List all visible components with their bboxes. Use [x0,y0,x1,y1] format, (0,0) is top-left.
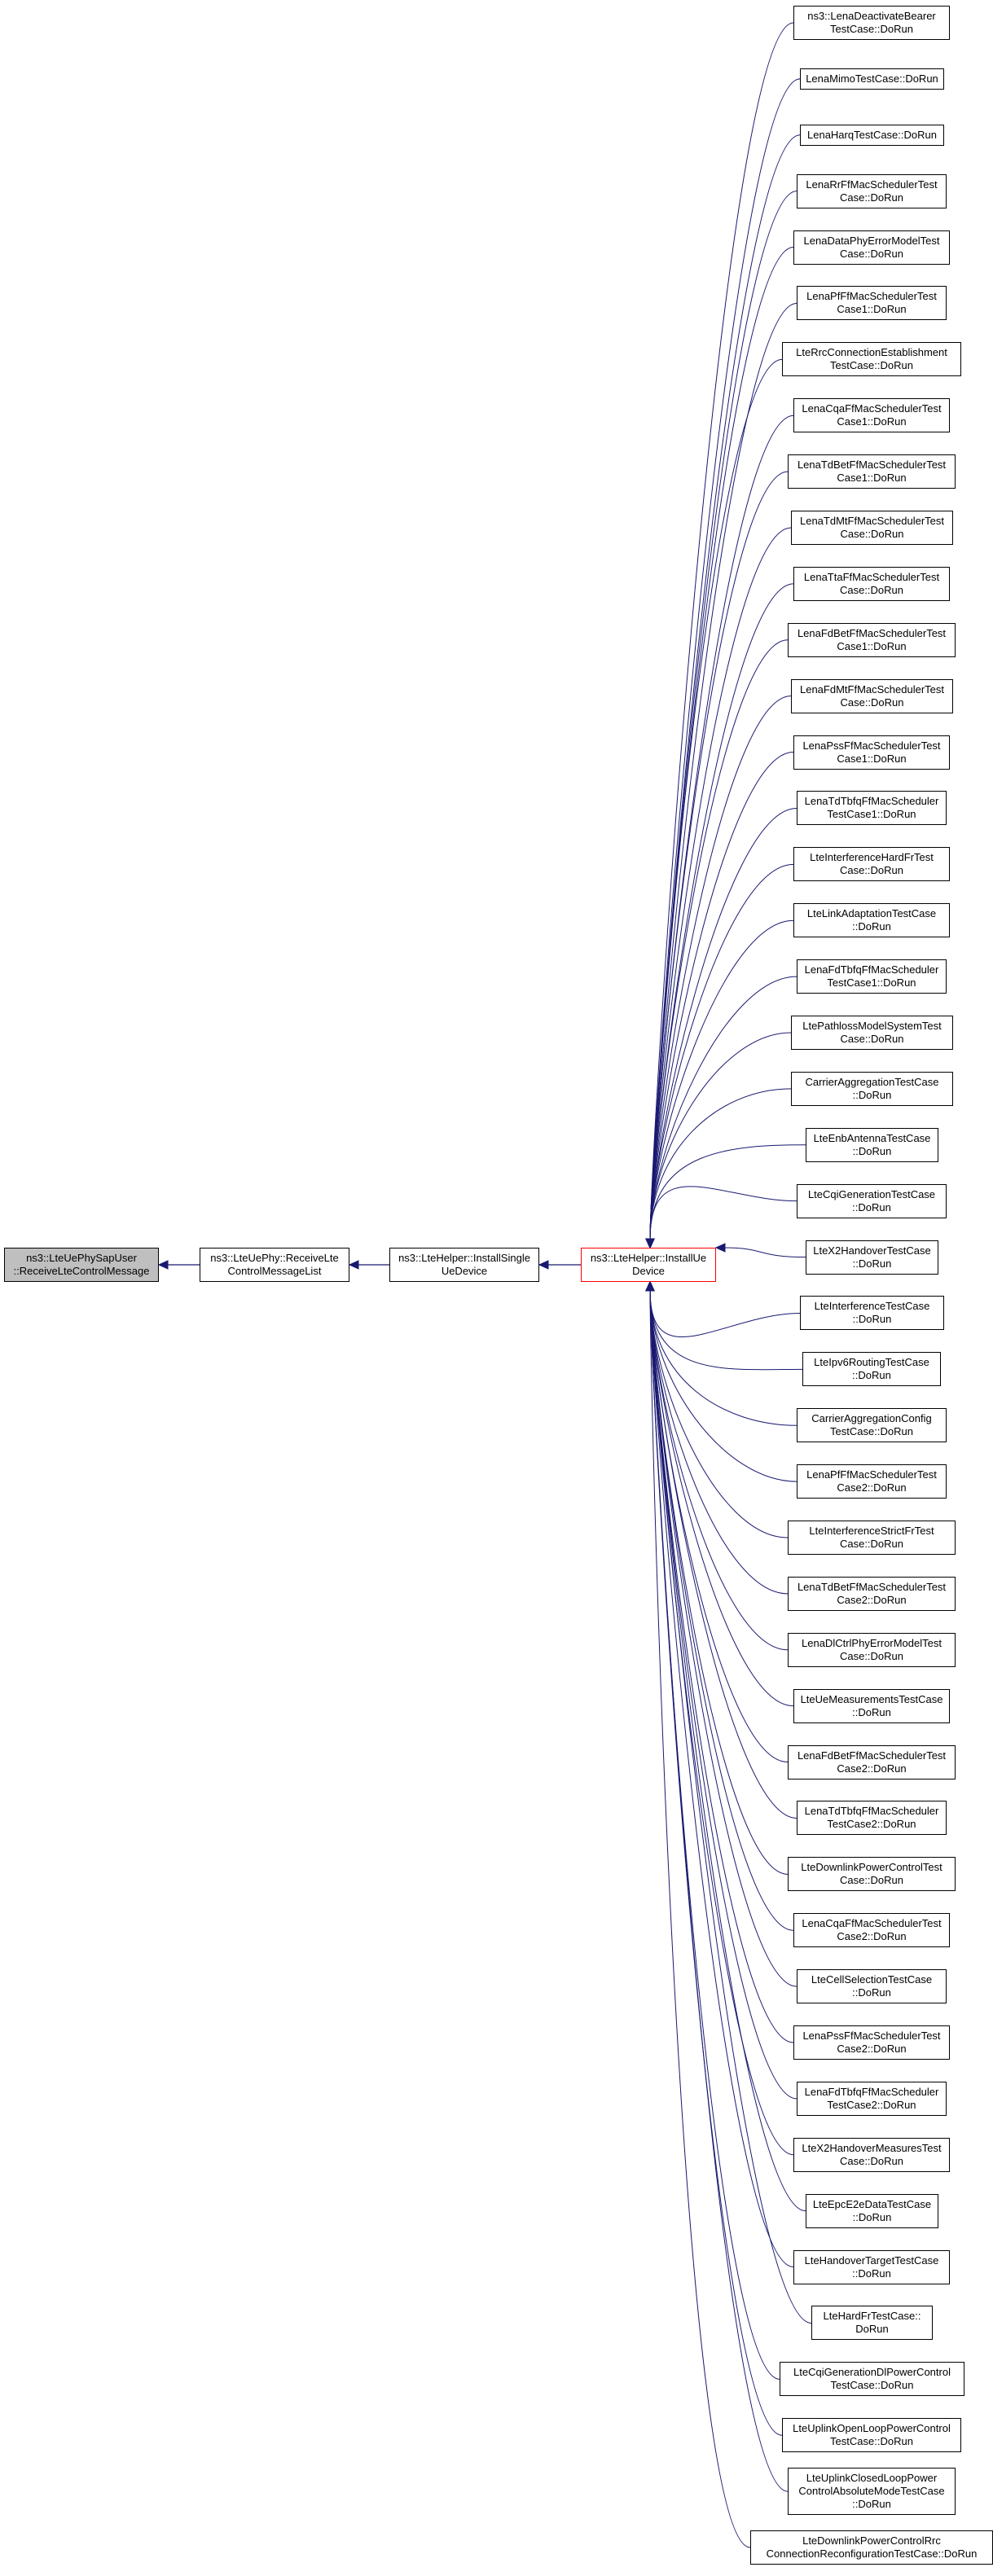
caller-node-ns3-lenadeactivatebearer-testcase-dorun[interactable]: ns3::LenaDeactivateBearer TestCase::DoRu… [793,6,950,40]
caller-edge [649,1144,806,1240]
caller-node-lteuemeasurementstestcase-dorun[interactable]: LteUeMeasurementsTestCase ::DoRun [793,1689,950,1723]
caller-node-lteinterferencehardfrtest-case-dorun[interactable]: LteInterferenceHardFrTest Case::DoRun [793,847,950,881]
caller-node-lteuplinkclosedlooppower-controlabsolutemodetestcase-dorun[interactable]: LteUplinkClosedLoopPower ControlAbsolute… [788,2468,956,2515]
caller-edge [649,919,794,1240]
node-install-single-ue-device[interactable]: ns3::LteHelper::InstallSingle UeDevice [389,1248,539,1282]
caller-edge [649,1289,794,2268]
caller-node-lenacqaffmacschedulertest-case2-dorun[interactable]: LenaCqaFfMacSchedulerTest Case2::DoRun [793,1913,950,1947]
caller-edge-arrow [645,1238,655,1249]
caller-node-lenarrffmacschedulertest-case-dorun[interactable]: LenaRrFfMacSchedulerTest Case::DoRun [797,174,947,208]
caller-edge [649,1088,792,1240]
caller-node-ltehardfrtestcase-dorun[interactable]: LteHardFrTestCase:: DoRun [811,2306,933,2340]
caller-node-carrieraggregationconfig-testcase-dorun[interactable]: CarrierAggregationConfig TestCase::DoRun [797,1408,947,1442]
node-install-ue-device[interactable]: ns3::LteHelper::InstallUe Device [581,1248,716,1282]
chain-edge-arrow [538,1260,549,1270]
caller-edge [723,1247,806,1258]
caller-edge-arrow [645,1280,655,1292]
caller-edge [649,1289,789,1651]
caller-node-lenafdtbfqffmacscheduler-testcase2-dorun[interactable]: LenaFdTbfqFfMacScheduler TestCase2::DoRu… [797,2082,947,2116]
caller-node-lteepce2edatatestcase-dorun[interactable]: LteEpcE2eDataTestCase ::DoRun [806,2194,938,2228]
caller-edge [649,1289,789,1538]
caller-edge-arrow [714,1243,726,1253]
caller-node-lenafdtbfqffmacscheduler-testcase1-dorun[interactable]: LenaFdTbfqFfMacScheduler TestCase1::DoRu… [797,959,947,994]
caller-edge [649,1289,783,2436]
caller-edge [649,1289,797,1482]
caller-node-ltedownlinkpowercontroltest-case-dorun[interactable]: LteDownlinkPowerControlTest Case::DoRun [788,1857,956,1891]
caller-node-ltepathlossmodelsystemtest-case-dorun[interactable]: LtePathlossModelSystemTest Case::DoRun [791,1016,953,1050]
caller-edge [649,1289,806,2212]
caller-node-lteipv6routingtestcase-dorun[interactable]: LteIpv6RoutingTestCase ::DoRun [802,1352,941,1386]
caller-edge [649,1289,797,1426]
caller-edge [649,358,783,1240]
caller-edge [649,471,789,1240]
caller-edge [649,191,797,1240]
caller-edge [649,22,794,1240]
caller-node-ltelinkadaptationtestcase-dorun[interactable]: LteLinkAdaptationTestCase ::DoRun [793,903,950,937]
caller-edge [649,1186,797,1240]
caller-edge [649,1289,797,1819]
caller-node-lenapssffmacschedulertest-case2-dorun[interactable]: LenaPssFfMacSchedulerTest Case2::DoRun [793,2025,950,2060]
caller-node-lenadataphyerrormodeltest-case-dorun[interactable]: LenaDataPhyErrorModelTest Case::DoRun [793,230,950,265]
caller-node-ltecqigenerationtestcase-dorun[interactable]: LteCqiGenerationTestCase ::DoRun [797,1184,947,1218]
caller-node-lenadlctrlphyerrormodeltest-case-dorun[interactable]: LenaDlCtrlPhyErrorModelTest Case::DoRun [788,1633,956,1667]
caller-node-lenafdbetffmacschedulertest-case1-dorun[interactable]: LenaFdBetFfMacSchedulerTest Case1::DoRun [788,623,956,657]
caller-edge [649,1289,803,1371]
caller-edge [649,1289,801,1337]
root-node-receive-lte-control-message: ns3::LteUePhySapUser ::ReceiveLteControl… [4,1248,159,1282]
caller-node-lenapfffmacschedulertest-case2-dorun[interactable]: LenaPfFfMacSchedulerTest Case2::DoRun [797,1464,947,1499]
caller-node-lenamimotestcase-dorun[interactable]: LenaMimoTestCase::DoRun [800,68,944,90]
caller-node-lteinterferencestrictfrtest-case-dorun[interactable]: LteInterferenceStrictFrTest Case::DoRun [788,1521,956,1555]
caller-node-lenapssffmacschedulertest-case1-dorun[interactable]: LenaPssFfMacSchedulerTest Case1::DoRun [793,735,950,770]
caller-node-ltecellselectiontestcase-dorun[interactable]: LteCellSelectionTestCase ::DoRun [797,1969,947,2003]
caller-node-ltecqigenerationdlpowercontrol-testcase-dorun[interactable]: LteCqiGenerationDlPowerControl TestCase:… [780,2362,964,2396]
caller-edge [649,1289,751,2548]
caller-node-lenatdtbfqffmacscheduler-testcase1-dorun[interactable]: LenaTdTbfqFfMacScheduler TestCase1::DoRu… [797,791,947,825]
caller-node-lteenbantennatestcase-dorun[interactable]: LteEnbAntennaTestCase ::DoRun [806,1128,938,1162]
caller-node-carrieraggregationtestcase-dorun[interactable]: CarrierAggregationTestCase ::DoRun [791,1072,953,1106]
caller-node-lenatdbetffmacschedulertest-case1-dorun[interactable]: LenaTdBetFfMacSchedulerTest Case1::DoRun [788,454,956,489]
caller-edge [649,976,797,1240]
caller-node-lenafdmtffmacschedulertest-case-dorun[interactable]: LenaFdMtFfMacSchedulerTest Case::DoRun [791,679,953,713]
chain-edge-arrow [348,1260,359,1270]
caller-node-lenatdmtffmacschedulertest-case-dorun[interactable]: LenaTdMtFfMacSchedulerTest Case::DoRun [791,511,953,545]
caller-edge [649,1289,789,2492]
caller-edge [649,1289,797,1987]
caller-node-ltex2handovertestcase-dorun[interactable]: LteX2HandoverTestCase ::DoRun [806,1240,938,1275]
caller-node-lenaharqtestcase-dorun[interactable]: LenaHarqTestCase::DoRun [800,125,944,146]
caller-node-ltex2handovermeasurestest-case-dorun[interactable]: LteX2HandoverMeasuresTest Case::DoRun [793,2138,950,2172]
caller-node-lenacqaffmacschedulertest-case1-dorun[interactable]: LenaCqaFfMacSchedulerTest Case1::DoRun [793,398,950,432]
caller-edge [649,1289,797,2100]
caller-edge [649,1289,794,1707]
caller-node-lteuplinkopenlooppowercontrol-testcase-dorun[interactable]: LteUplinkOpenLoopPowerControl TestCase::… [782,2418,961,2452]
chain-edge-arrow [157,1260,169,1270]
caller-node-ltehandovertargettestcase-dorun[interactable]: LteHandoverTargetTestCase ::DoRun [793,2250,950,2284]
caller-edge [649,1289,812,2324]
caller-edge [649,134,801,1240]
caller-node-ltedownlinkpowercontrolrrc-connectionreconfigurationtestcase-dorun[interactable]: LteDownlinkPowerControlRrc ConnectionRec… [750,2530,993,2565]
caller-edge [649,752,794,1240]
node-receive-lte-control-message-list[interactable]: ns3::LteUePhy::ReceiveLte ControlMessage… [200,1248,349,1282]
caller-node-lenatdtbfqffmacscheduler-testcase2-dorun[interactable]: LenaTdTbfqFfMacScheduler TestCase2::DoRu… [797,1801,947,1835]
caller-node-lenatdbetffmacschedulertest-case2-dorun[interactable]: LenaTdBetFfMacSchedulerTest Case2::DoRun [788,1577,956,1611]
caller-node-lteinterferencetestcase-dorun[interactable]: LteInterferenceTestCase ::DoRun [800,1296,944,1330]
caller-node-lenapfffmacschedulertest-case1-dorun[interactable]: LenaPfFfMacSchedulerTest Case1::DoRun [797,286,947,320]
caller-node-lenafdbetffmacschedulertest-case2-dorun[interactable]: LenaFdBetFfMacSchedulerTest Case2::DoRun [788,1745,956,1780]
caller-node-lenattaffmacschedulertest-case-dorun[interactable]: LenaTtaFfMacSchedulerTest Case::DoRun [793,567,950,601]
caller-edge [649,696,792,1240]
caller-node-lterrcconnectionestablishment-testcase-dorun[interactable]: LteRrcConnectionEstablishment TestCase::… [782,342,961,376]
caller-edge [649,1289,789,1595]
caller-edge [649,1289,794,1931]
caller-edge [649,1032,792,1240]
